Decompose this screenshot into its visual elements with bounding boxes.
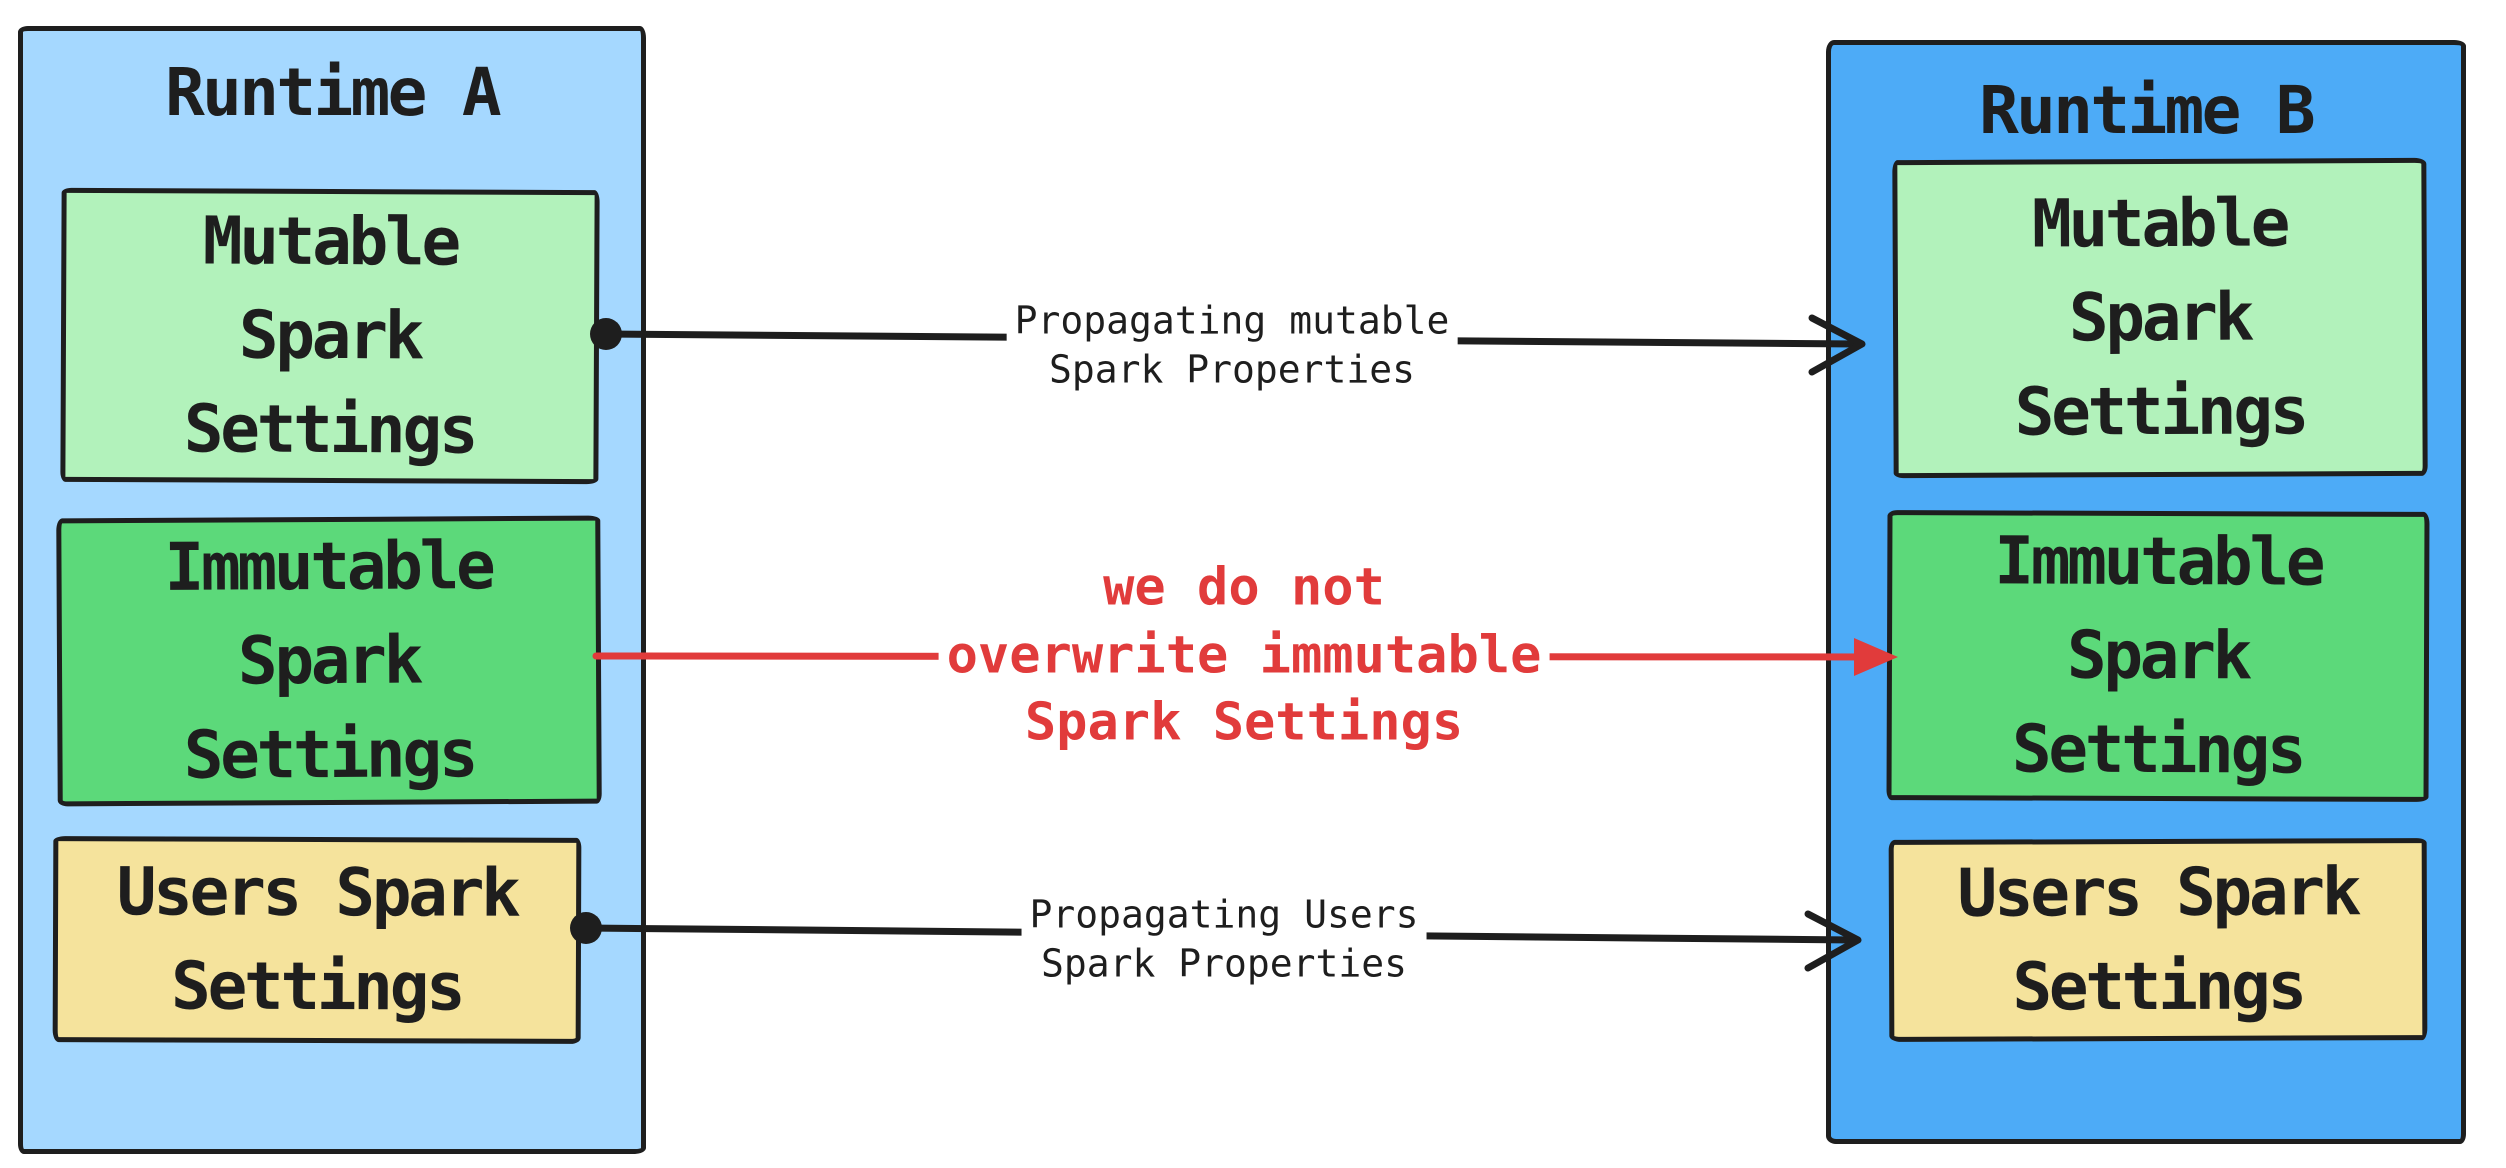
- runtime-a-mutable-spark-settings-box: Mutable Spark Settings: [60, 187, 600, 485]
- runtime-a-users-spark-settings-box: Users Spark Settings: [52, 836, 582, 1044]
- runtime-b-title: Runtime B: [1979, 72, 2315, 149]
- runtime-a-container: Runtime A Mutable Spark Settings Immutab…: [18, 26, 646, 1154]
- users-arrow-label: Propagating Users Spark Properties: [1021, 888, 1427, 992]
- immutable-arrow-label: we do not overwrite immutable Spark Sett…: [938, 552, 1550, 760]
- runtime-b-users-spark-settings-box: Users Spark Settings: [1888, 838, 2428, 1042]
- runtime-a-title: Runtime A: [165, 54, 501, 131]
- runtime-b-mutable-spark-settings-box: Mutable Spark Settings: [1892, 157, 2428, 479]
- mutable-arrow-label: Propagating mutable Spark Properties: [1006, 294, 1458, 398]
- runtime-b-immutable-spark-settings-box: Immutable Spark Settings: [1886, 510, 2430, 802]
- runtime-a-immutable-spark-settings-box: Immutable Spark Settings: [56, 515, 602, 807]
- runtime-b-container: Runtime B Mutable Spark Settings Immutab…: [1826, 40, 2466, 1144]
